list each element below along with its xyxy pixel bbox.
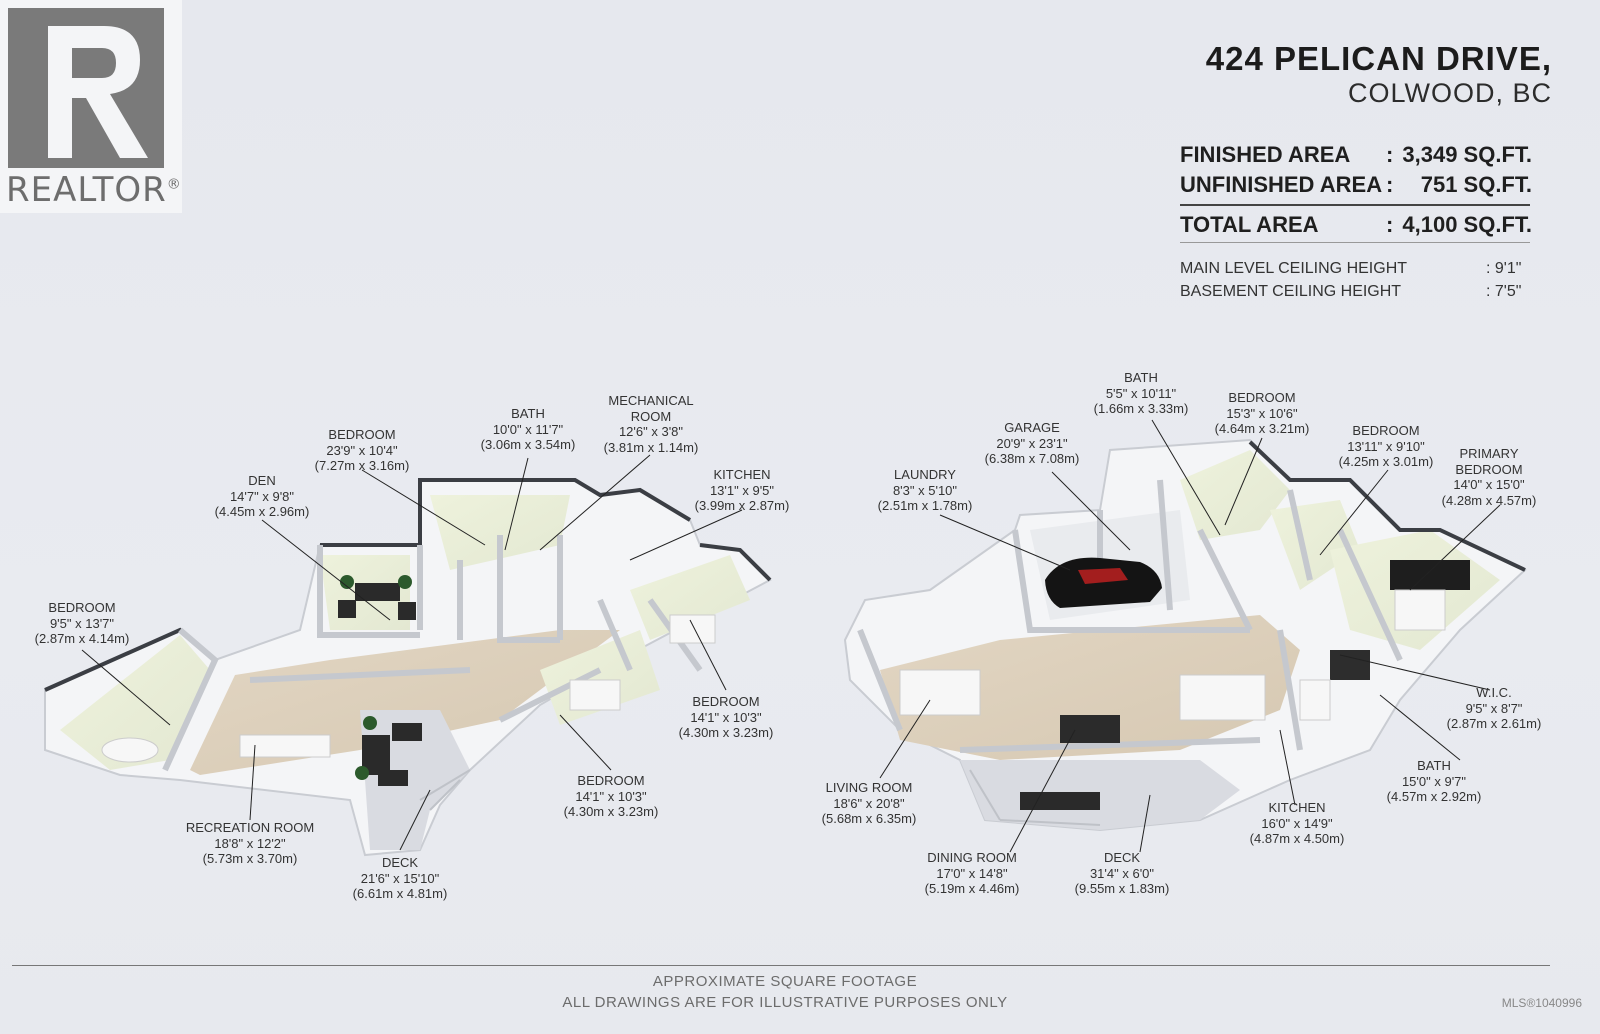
finished-area-row: FINISHED AREA:3,349 SQ.FT. xyxy=(1180,142,1532,167)
total-area-row: TOTAL AREA:4,100 SQ.FT. xyxy=(1180,212,1532,237)
total-rule xyxy=(1180,242,1530,243)
main-ceiling-row: MAIN LEVEL CEILING HEIGHT: 9'1" xyxy=(1180,260,1522,277)
realtor-r-icon xyxy=(8,8,164,168)
unfinished-area-row: UNFINISHED AREA:751 SQ.FT. xyxy=(1180,172,1532,197)
mls-number: MLS®1040996 xyxy=(1501,996,1582,1010)
lower-level-plan xyxy=(44,454,772,857)
area-rule xyxy=(1180,204,1530,206)
realtor-logo: REALTOR® xyxy=(0,0,182,213)
wic-label: W.I.C.9'5" x 8'7"(2.87m x 2.61m) xyxy=(1446,685,1542,731)
footer-rule xyxy=(12,965,1550,966)
footer-line-1: APPROXIMATE SQUARE FOOTAGE xyxy=(652,973,918,990)
property-address: 424 PELICAN DRIVE, xyxy=(1205,40,1552,77)
property-city: COLWOOD, BC xyxy=(1347,78,1552,108)
floor-plan-drawing xyxy=(44,419,1527,857)
footer-line-2: ALL DRAWINGS ARE FOR ILLUSTRATIVE PURPOS… xyxy=(562,994,1008,1011)
basement-ceiling-row: BASEMENT CEILING HEIGHT: 7'5" xyxy=(1180,283,1522,300)
main-level-plan xyxy=(843,419,1527,853)
realtor-wordmark: REALTOR® xyxy=(6,170,182,210)
